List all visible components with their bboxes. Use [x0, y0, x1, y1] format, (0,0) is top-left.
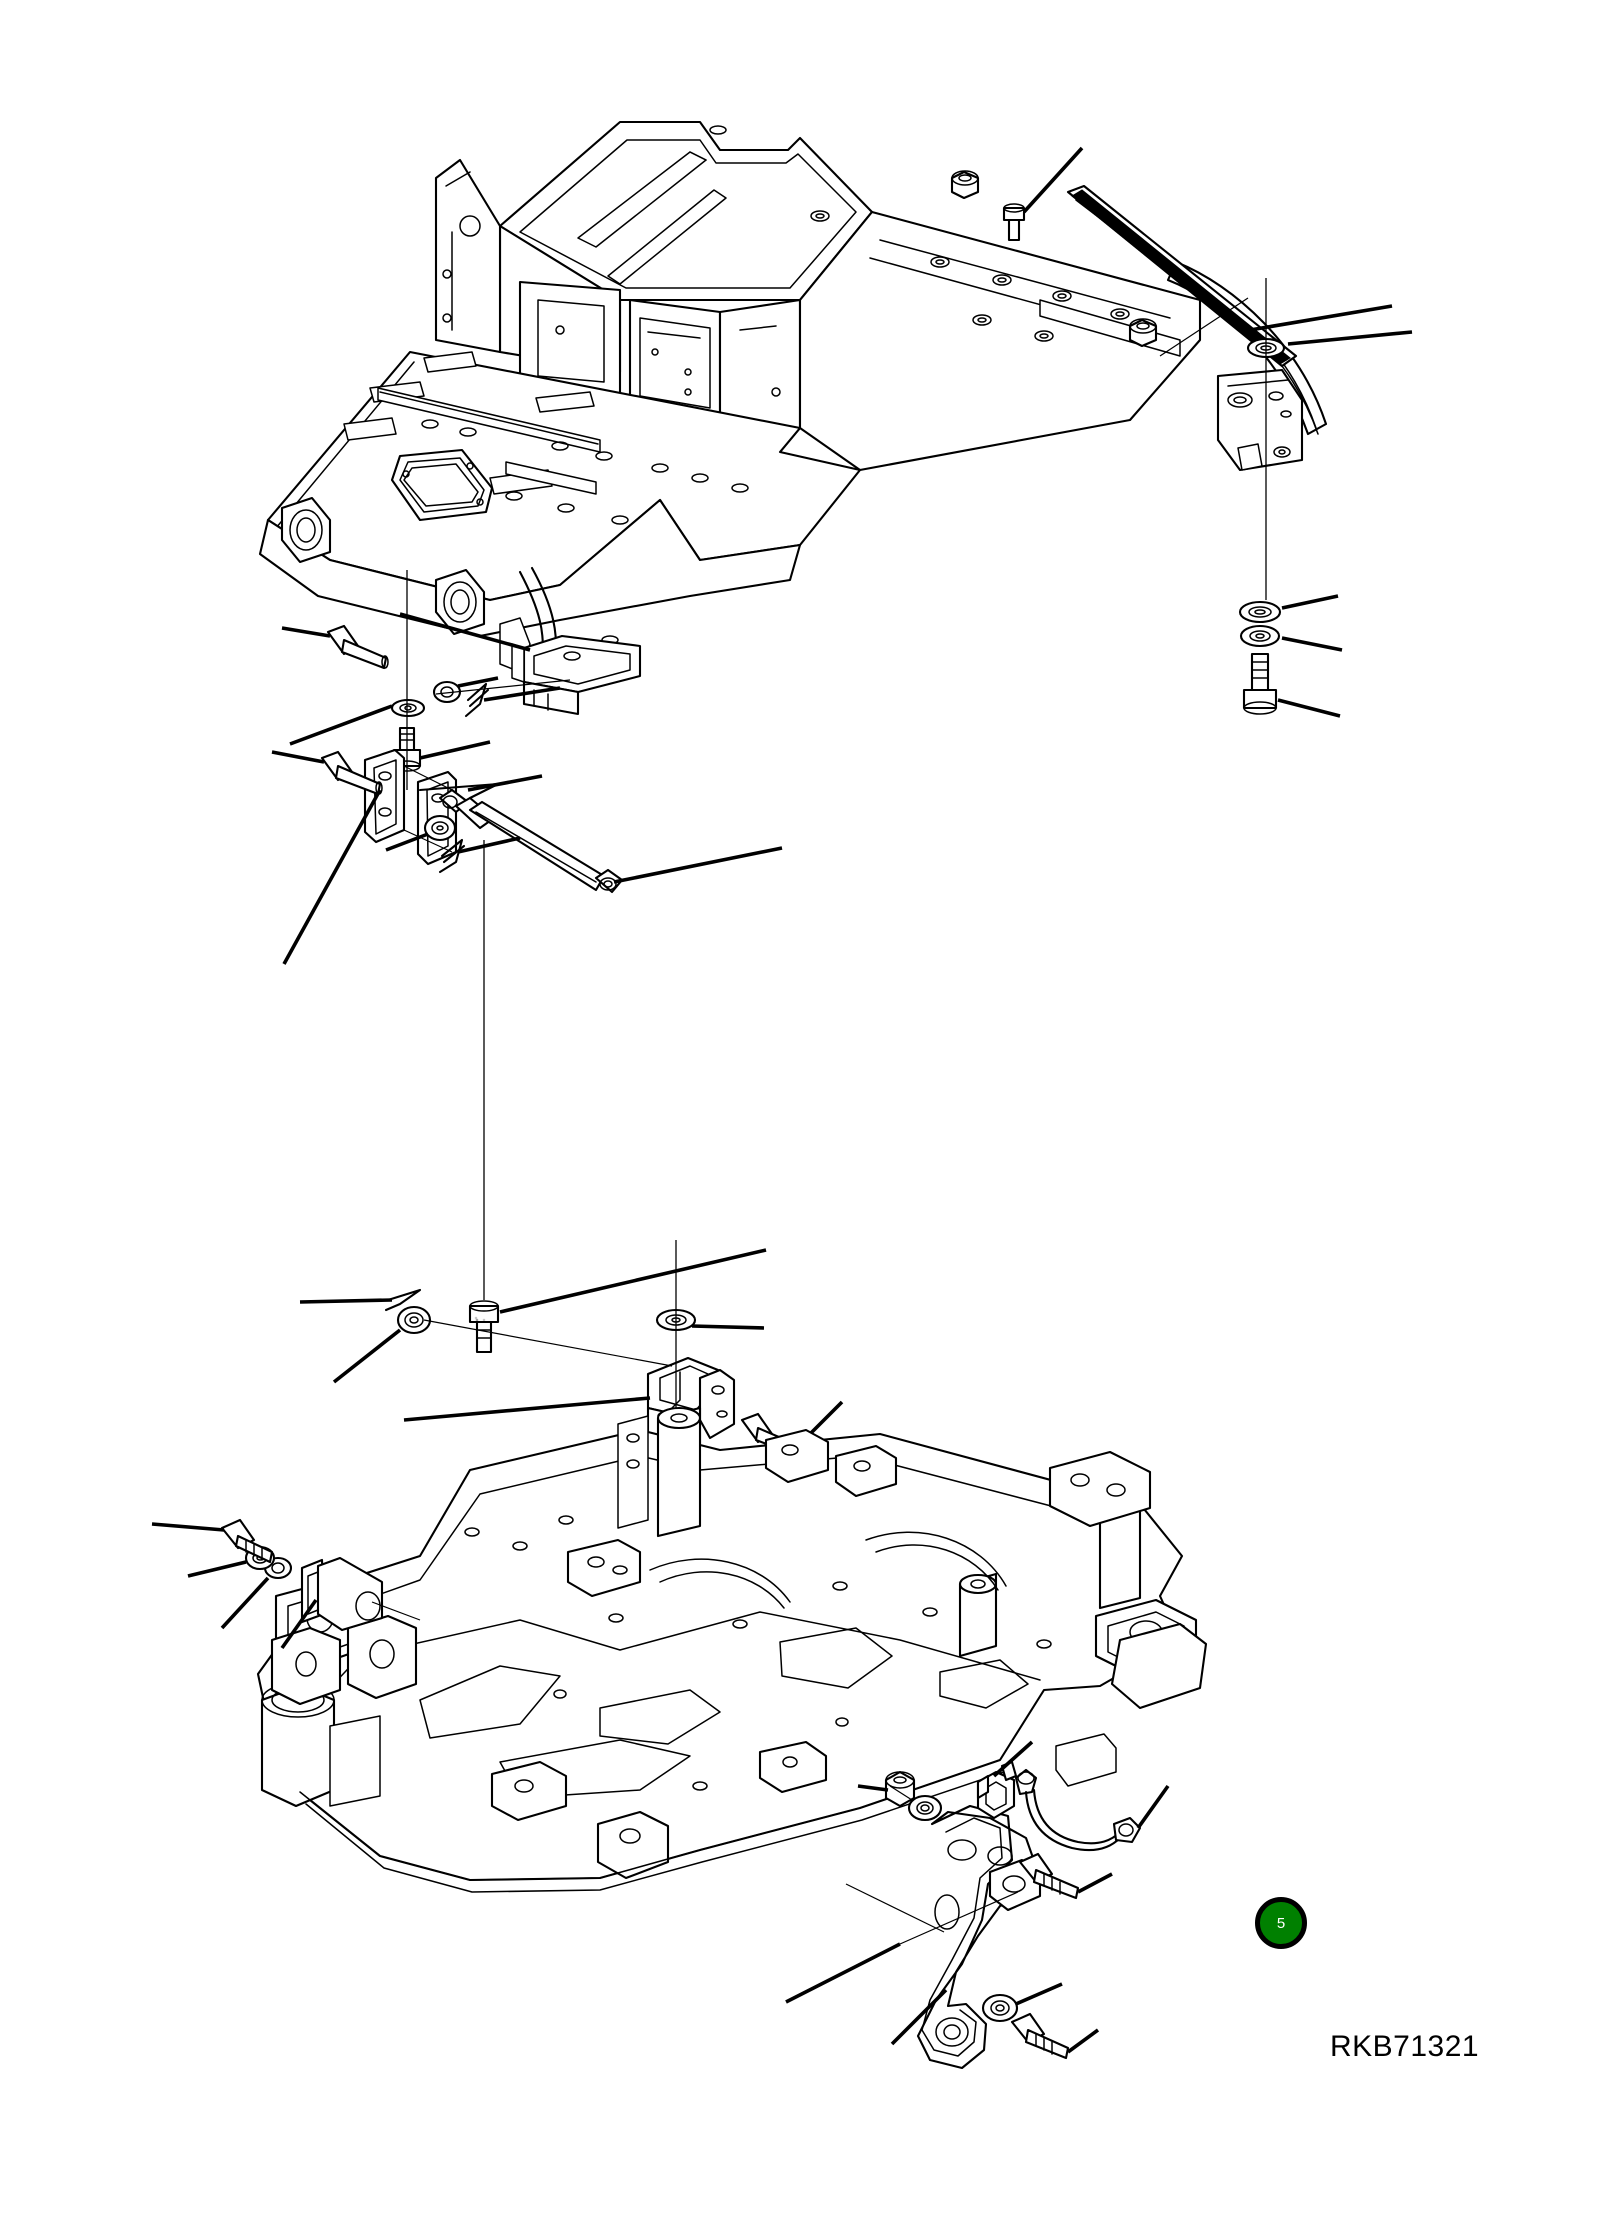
lever-bolt-upper — [1018, 1852, 1080, 1900]
frame-cylinder-boss-1 — [656, 1406, 702, 1538]
lower-hinge-bracket — [363, 748, 458, 866]
right-washer-1-leader — [1281, 594, 1339, 610]
upper-bracket-bushing — [432, 680, 462, 704]
gas-strut — [438, 788, 624, 894]
hinge-bracket-leader — [403, 1396, 651, 1422]
upper-hinge-bracket — [511, 634, 642, 716]
fender-washer-leader — [1287, 330, 1413, 346]
right-bolt-leader — [1277, 698, 1341, 718]
upper-cotter-pin — [464, 682, 490, 718]
strut-pin-washer-leader — [385, 832, 429, 852]
right-washer-2-leader — [1281, 636, 1343, 652]
top-bolt-part — [1002, 203, 1026, 242]
deck-hex-boss — [950, 170, 980, 200]
right-washer-2 — [1239, 624, 1281, 648]
lever-nut — [884, 1770, 916, 1808]
upper-cotter-leader — [483, 686, 561, 702]
right-washer-1 — [1238, 600, 1282, 624]
gas-strut-leader — [613, 846, 783, 884]
lever-nut-leader — [857, 1784, 889, 1792]
hinge-bolt-leader — [499, 1248, 767, 1314]
lower-bracket-bolt-leader — [271, 750, 325, 764]
upper-bracket-bolt — [326, 624, 389, 670]
frame-bottom-leader — [785, 1942, 901, 2004]
strut-upper-clip-leader — [467, 774, 543, 792]
hinge-bushing-leader — [332, 1328, 402, 1384]
drawing-number: RKB71321 — [1330, 2030, 1480, 2063]
operator-deck-assembly — [258, 120, 1328, 673]
lever-bracket-leader — [890, 1988, 948, 2046]
strut-pin-washer — [423, 814, 457, 842]
lever-bolt-lower — [1010, 2012, 1070, 2060]
lower-bracket-leader — [282, 789, 382, 965]
frame-pin-sleeve — [300, 1556, 384, 1632]
upper-axis-bolt-leader — [419, 740, 491, 760]
lever-bolt-upper-leader — [1077, 1872, 1113, 1894]
hinge-washer-a-leader — [691, 1324, 765, 1330]
hinge-clip-leader — [299, 1298, 393, 1304]
frame-cylinder-boss-3 — [958, 1572, 998, 1658]
limit-switch-leader — [992, 1740, 1034, 1778]
top-rail-leader — [1249, 304, 1393, 332]
upper-bracket-leader — [399, 612, 531, 652]
lower-bracket-bolt — [320, 750, 383, 796]
frame-pin-washer-small-leader — [220, 1576, 270, 1630]
lever-washer-top — [907, 1794, 943, 1822]
wire-harness-leader — [1136, 1784, 1170, 1830]
top-rail-strip-part — [1066, 184, 1298, 368]
status-badge: 5 — [1255, 1897, 1307, 1949]
upper-bracket-bushing-leader — [457, 676, 499, 688]
strut-cotter-leader — [457, 836, 521, 854]
upper-bracket-washer-leader — [289, 704, 393, 746]
swing-frame-base — [256, 1406, 1208, 1893]
upper-bracket-washer — [390, 698, 426, 718]
hinge-bushing — [396, 1305, 432, 1335]
badge-label: 5 — [1276, 1914, 1286, 1932]
upper-bracket-bolt-leader — [281, 626, 331, 638]
frame-pin-leader — [280, 1598, 318, 1650]
limit-switch — [976, 1760, 1018, 1820]
frame-pin-bolt-leader — [151, 1522, 225, 1532]
lever-bolt-lower-leader — [1066, 2028, 1100, 2054]
deck-left-boss — [280, 496, 332, 564]
deck-mid-boss — [434, 568, 486, 636]
hinge-clip — [384, 1288, 422, 1312]
lever-washer-lower — [981, 1993, 1019, 2023]
frame-pin-bolt — [220, 1518, 274, 1564]
hinge-bolt — [468, 1300, 500, 1354]
lever-washer-lower-leader — [1015, 1982, 1063, 2006]
right-bolt — [1242, 652, 1278, 715]
wire-harness — [1014, 1768, 1142, 1852]
top-bolt-leader — [1022, 146, 1084, 214]
deck-hex-boss-2 — [1128, 318, 1158, 348]
frame-pin-washer-large-leader — [187, 1560, 247, 1578]
